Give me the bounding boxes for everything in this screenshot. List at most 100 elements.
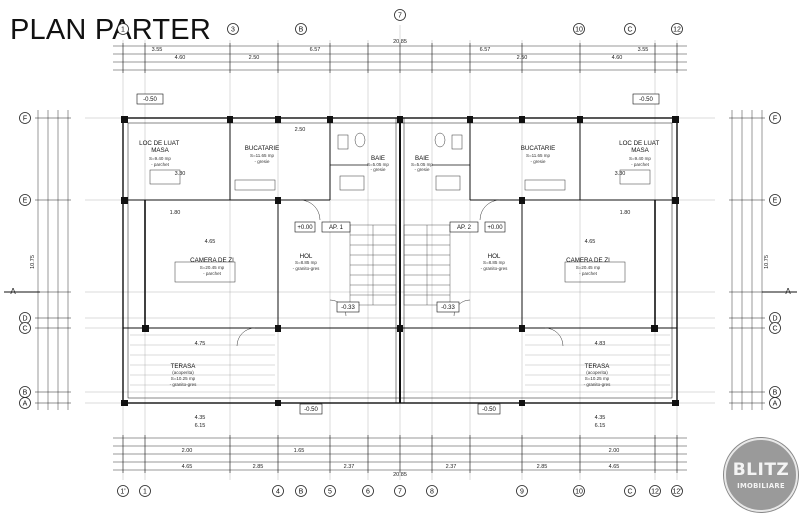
- grid-label-right-c: C: [772, 325, 777, 332]
- dim-mid-465-left: 4.65: [205, 239, 216, 245]
- dim-right-total: 10.75: [764, 255, 770, 269]
- grid-label-top-3: 3: [231, 26, 235, 33]
- dim-top-total: 20.85: [393, 39, 407, 45]
- dim-left-total: 10.75: [30, 255, 36, 269]
- grid-label-bottom-7: 7: [398, 488, 402, 495]
- dim-top-right-a: 6.57: [480, 47, 491, 53]
- room-baie-right: BAIE: [415, 155, 429, 162]
- level-minus050-left: -0.50: [143, 97, 157, 103]
- grid-label-bottom-4: 4: [276, 488, 280, 495]
- room-area-hol-right: S=8.85 mp: [483, 260, 505, 265]
- room-floor-baie-right: - gresie: [414, 167, 430, 172]
- grid-label-top-c: C: [627, 26, 632, 33]
- level-plus000-left: +0.00: [297, 225, 313, 231]
- dim-bottom-200-right: 2.00: [609, 448, 620, 454]
- grid-label-bottom-10: 10: [575, 488, 583, 495]
- grid-bubbles-bottom: 1' 1 4 B 5 6 7 8 9 10 C 12 12': [117, 485, 683, 497]
- room-terasa-sub-left: (acoperita): [172, 370, 194, 375]
- dim-bottom-465-right: 4.65: [609, 464, 620, 470]
- room-area-baie-left: S=5.05 mp: [367, 162, 389, 167]
- room-name-line2: MASA: [151, 147, 169, 154]
- grid-label-left-f: F: [23, 115, 27, 122]
- grid-label-bottom-5: 5: [328, 488, 332, 495]
- dim-bottom-435-left: 4.35: [195, 415, 206, 421]
- room-loc-masa-right: LOC DE LUAT MASA: [619, 140, 661, 154]
- level-minus033-right: -0.33: [441, 305, 455, 311]
- dim-top-250-right: 2.50: [517, 55, 528, 61]
- dim-bottom-615-left: 6.15: [195, 423, 206, 429]
- dimension-ticks: [35, 43, 765, 473]
- dim-mid-180-right: 1.80: [620, 210, 631, 216]
- room-floor-camera-left: - parchet: [203, 271, 222, 276]
- dim-bottom-200-left: 2.00: [182, 448, 193, 454]
- grid-label-bottom-1p: 1': [120, 488, 125, 495]
- grid-label-bottom-6: 6: [366, 488, 370, 495]
- room-floor-bucatarie-right: - gresie: [530, 159, 546, 164]
- grid-label-bottom-8: 8: [430, 488, 434, 495]
- level-minus050-right: -0.50: [639, 97, 653, 103]
- room-floor-camera-right: - parchet: [579, 271, 598, 276]
- room-floor-hol-right: - granito-gres: [481, 266, 509, 271]
- dim-bottom-615-right: 6.15: [595, 423, 606, 429]
- structural-columns: [121, 116, 679, 406]
- room-area-bucatarie-right: S=11.65 mp: [526, 153, 551, 158]
- grid-label-left-e: E: [23, 197, 28, 204]
- room-area-terasa-left: S=10.25 mp: [171, 376, 196, 381]
- grid-label-left-a: A: [23, 400, 28, 407]
- room-area-camera-right: S=20.45 mp: [576, 265, 601, 270]
- dim-top-left-b: 6.57: [310, 47, 321, 53]
- room-area-hol-left: S=8.85 mp: [295, 260, 317, 265]
- room-floor-terasa-right: - granito-gres: [584, 382, 612, 387]
- room-area-terasa-right: S=10.25 mp: [585, 376, 610, 381]
- grid-label-bottom-1: 1: [143, 488, 147, 495]
- dim-mid-483: 4.83: [595, 341, 606, 347]
- room-terasa-right: TERASA: [585, 363, 611, 370]
- grid-label-right-e: E: [773, 197, 778, 204]
- grid-bubbles-right: F E D C B A A: [762, 112, 797, 409]
- room-bucatarie-right: BUCATARIE: [521, 145, 556, 152]
- grid-label-left-c: C: [22, 325, 27, 332]
- apartment-1-label: AP. 1: [329, 225, 344, 231]
- grid-label-bottom-12p: 12': [672, 488, 681, 495]
- dim-mid-330-right: 3.30: [615, 171, 626, 177]
- room-floor-terasa-left: - granito-gres: [170, 382, 198, 387]
- dim-top-460-right: 4.60: [612, 55, 623, 61]
- grid-label-right-f: F: [773, 115, 777, 122]
- room-loc-masa-left: LOC DE LUAT MASA: [139, 140, 181, 154]
- grid-bubbles-top: B 7 C 1 3 10 12: [117, 9, 683, 35]
- room-floor-loc-left: - parchet: [151, 162, 170, 167]
- room-floor-loc-right: - parchet: [631, 162, 650, 167]
- room-hol-right: HOL: [488, 253, 501, 260]
- room-terasa-sub-right: (acoperita): [586, 370, 608, 375]
- dim-bottom-285-left: 2.85: [253, 464, 264, 470]
- dim-bottom-237-right: 2.37: [446, 464, 457, 470]
- fixtures: [149, 132, 651, 283]
- dim-bottom-465-left: 4.65: [182, 464, 193, 470]
- logo-main-text: BLITZ: [732, 460, 790, 480]
- room-terasa-left: TERASA: [171, 363, 197, 370]
- room-camera-de-zi-left: CAMERA DE ZI: [190, 257, 234, 264]
- grid-label-right-b: B: [773, 389, 778, 396]
- dim-bottom-285-right: 2.85: [537, 464, 548, 470]
- grid-label-right-d: D: [772, 315, 777, 322]
- terrace-hatch: [130, 334, 670, 386]
- room-area-loc-left: S=9.40 mp: [149, 156, 171, 161]
- level-plus000-right: +0.00: [487, 225, 503, 231]
- grid-label-bottom-9: 9: [520, 488, 524, 495]
- grid-label-top-12: 12: [673, 26, 681, 33]
- dim-top-left-a: 3.55: [152, 47, 163, 53]
- grid-bubbles-left: F E D C B A A: [4, 112, 40, 409]
- apartment-2-label: AP. 2: [457, 225, 472, 231]
- dim-top-250-left: 2.50: [249, 55, 260, 61]
- dim-mid-465-right: 4.65: [585, 239, 596, 245]
- grid-label-top-10: 10: [575, 26, 583, 33]
- level-minus050-bottom-right: -0.50: [482, 407, 496, 413]
- level-minus033-left: -0.33: [341, 305, 355, 311]
- room-camera-de-zi-right: CAMERA DE ZI: [566, 257, 610, 264]
- dim-bottom-165: 1.65: [294, 448, 305, 454]
- logo-sub-text: IMOBILIARE: [737, 482, 785, 490]
- grid-label-left-b: B: [23, 389, 28, 396]
- dim-mid-330-left: 3.30: [175, 171, 186, 177]
- page-title: PLAN PARTER: [10, 14, 211, 46]
